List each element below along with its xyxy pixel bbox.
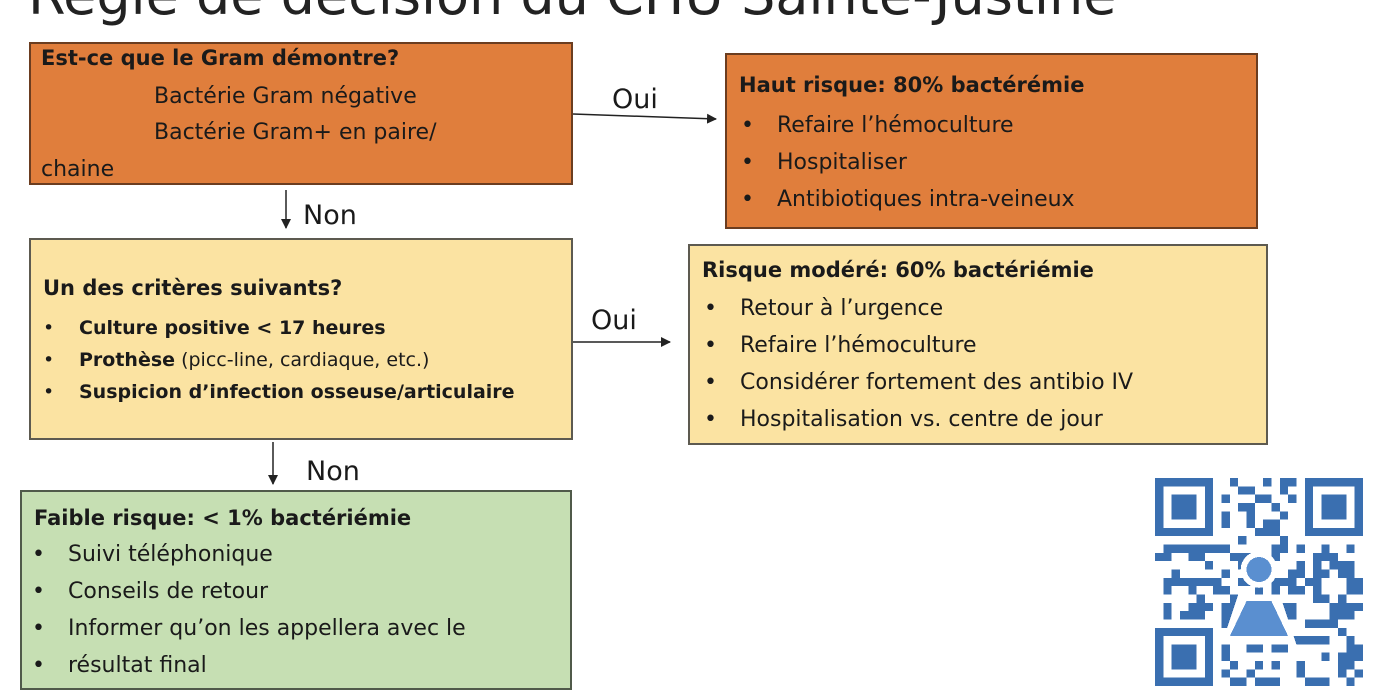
page-title: Règle de décision du CHU Sainte-Justine (28, 0, 1116, 26)
moderate-risk-list: Retour à l’urgence Refaire l’hémoculture… (700, 290, 1133, 438)
criteria-item-prothese-detail: (picc-line, cardiaque, etc.) (175, 349, 430, 371)
moderate-risk-box: Risque modéré: 60% bactériémie Retour à … (688, 244, 1268, 445)
criteria-item-infection: Suspicion d’infection osseuse/articulair… (79, 381, 515, 403)
gram-positive-line: Bactérie Gram+ en paire/ (154, 120, 437, 145)
high-risk-box: Haut risque: 80% bactérémie Refaire l’hé… (725, 53, 1258, 229)
list-item: Informer qu’on les appellera avec le (28, 610, 466, 647)
gram-question: Est-ce que le Gram démontre? (41, 46, 400, 70)
list-item: Culture positive < 17 heures (39, 312, 515, 344)
low-risk-title: Faible risque: < 1% bactériémie (34, 506, 412, 530)
yes-label-1: Oui (612, 84, 658, 115)
list-item-continuation: résultat final (28, 647, 466, 684)
criteria-box: Un des critères suivants? Culture positi… (29, 238, 573, 440)
list-item: Retour à l’urgence (700, 290, 1133, 327)
list-item: Antibiotiques intra-veineux (737, 181, 1075, 218)
list-item: Hospitalisation vs. centre de jour (700, 401, 1133, 438)
criteria-item-prothese: Prothèse (79, 349, 176, 371)
criteria-item-culture: Culture positive < 17 heures (79, 317, 386, 339)
gram-question-box: Est-ce que le Gram démontre? Bactérie Gr… (29, 42, 573, 185)
no-label-2: Non (306, 456, 360, 487)
list-item: Prothèse (picc-line, cardiaque, etc.) (39, 344, 515, 376)
list-item: Conseils de retour (28, 573, 466, 610)
yes-label-2: Oui (591, 305, 637, 336)
criteria-question: Un des critères suivants? (43, 276, 343, 300)
list-item: Suivi téléphonique (28, 536, 466, 573)
arrow-yes-1 (572, 113, 717, 124)
no-label-1: Non (303, 200, 357, 231)
list-item: Refaire l’hémoculture (737, 107, 1075, 144)
list-item: Suspicion d’infection osseuse/articulair… (39, 376, 515, 408)
gram-negative-line: Bactérie Gram négative (154, 84, 417, 109)
list-item: Considérer fortement des antibio IV (700, 364, 1133, 401)
gram-chain-line: chaine (41, 157, 115, 182)
list-item: Refaire l’hémoculture (700, 327, 1133, 364)
criteria-list: Culture positive < 17 heures Prothèse (p… (39, 312, 515, 408)
high-risk-list: Refaire l’hémoculture Hospitaliser Antib… (737, 107, 1075, 218)
list-item-continuation-text: résultat final (68, 653, 207, 678)
qr-code-icon (1155, 478, 1363, 686)
low-risk-box: Faible risque: < 1% bactériémie Suivi té… (20, 490, 572, 690)
moderate-risk-title: Risque modéré: 60% bactériémie (702, 258, 1094, 282)
list-item: Hospitaliser (737, 144, 1075, 181)
high-risk-title: Haut risque: 80% bactérémie (739, 73, 1085, 97)
low-risk-list: Suivi téléphonique Conseils de retour In… (28, 536, 466, 684)
